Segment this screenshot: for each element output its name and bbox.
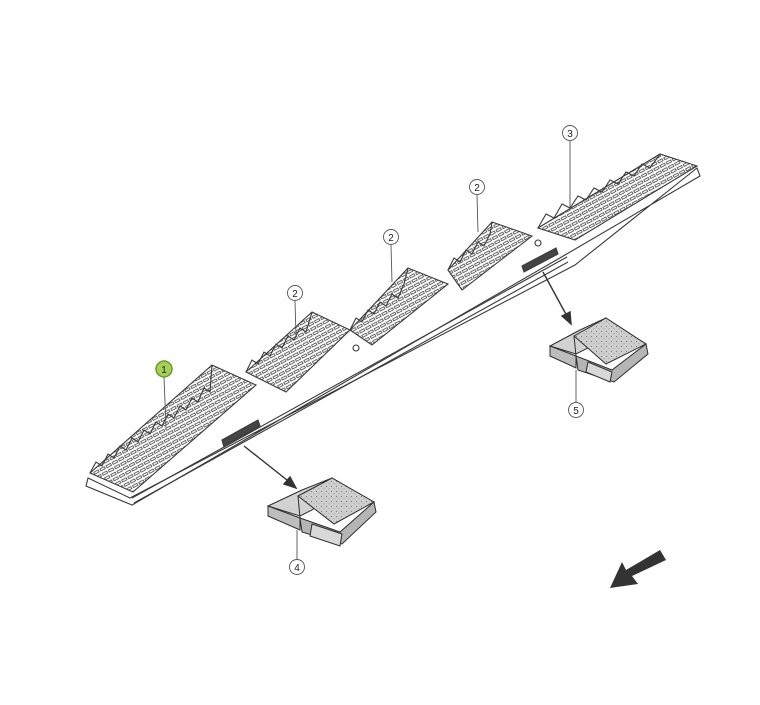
detail-bracket-4 (266, 477, 377, 547)
callout-3-label: 3 (567, 129, 573, 140)
callout-5-label: 5 (573, 406, 579, 417)
callout-4[interactable]: 4 (289, 559, 305, 575)
bracket-rear (521, 247, 559, 273)
detail-bracket-5 (548, 317, 649, 383)
callout-2a-label: 2 (292, 289, 298, 300)
callout-1-label: 1 (161, 365, 167, 376)
callout-4-label: 4 (294, 563, 300, 574)
callout-3[interactable]: 3 (562, 125, 578, 141)
leader-lines (163, 141, 577, 559)
detail-pointers (243, 271, 572, 490)
sieve-segment-1 (88, 364, 258, 493)
bracket-front (221, 419, 261, 448)
callout-2c-label: 2 (474, 183, 480, 194)
arrow-down-left-icon (610, 550, 666, 588)
sieve-segment-2b (349, 267, 450, 346)
callout-2c[interactable]: 2 (469, 179, 485, 195)
sieve-segment-3 (536, 153, 699, 241)
sieve-segment-2c (447, 221, 534, 291)
callout-2b-label: 2 (388, 233, 394, 244)
sieve-assembly (85, 153, 701, 506)
callout-1[interactable]: 1 (155, 360, 173, 378)
callout-2a[interactable]: 2 (287, 285, 303, 301)
callout-2b[interactable]: 2 (383, 229, 399, 245)
callout-5[interactable]: 5 (568, 402, 584, 418)
sieve-segment-2a (245, 311, 351, 393)
base-rail (85, 167, 701, 506)
